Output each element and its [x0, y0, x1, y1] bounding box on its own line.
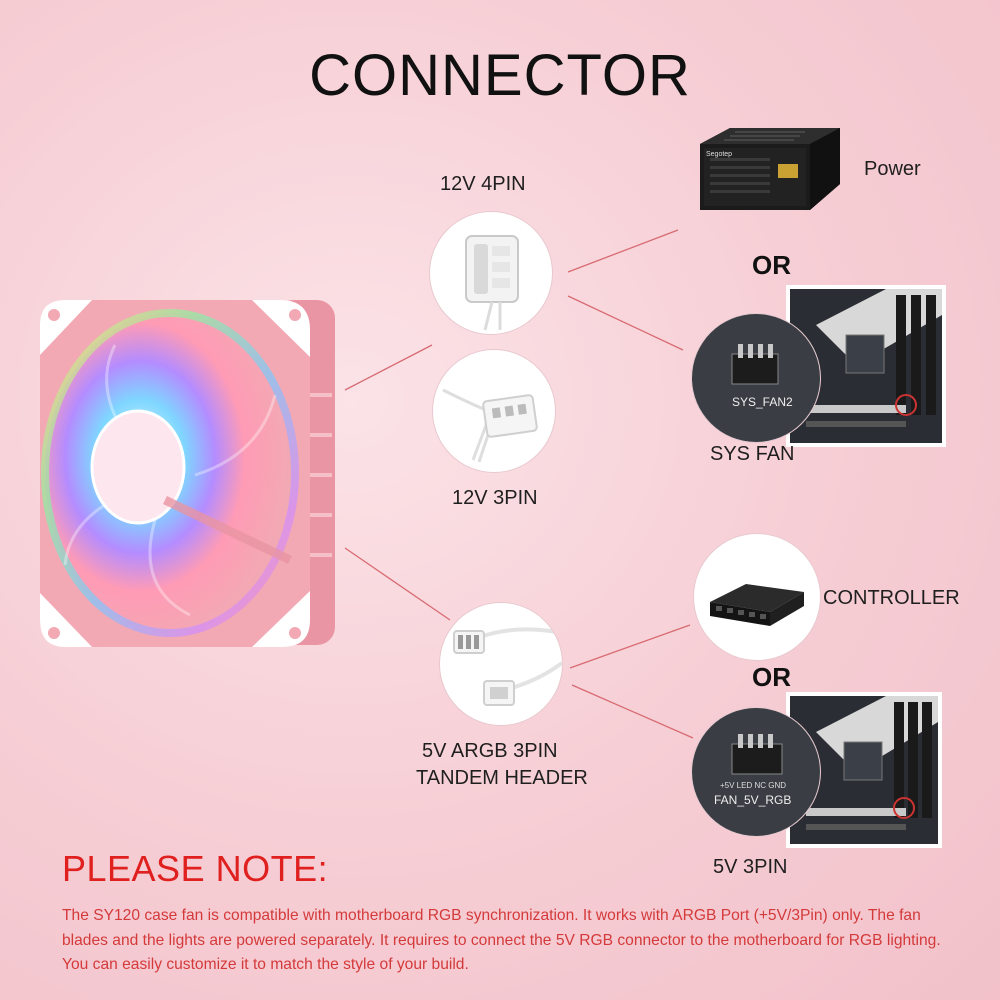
- rgb-fan-image: [20, 285, 340, 665]
- psu-brand: Segotep: [706, 151, 732, 158]
- label-5v-argb-3pin: 5V ARGB 3PIN: [422, 740, 558, 762]
- connector-argb-circle: [440, 603, 562, 725]
- page-title: CONNECTOR: [309, 43, 691, 108]
- connector-3pin-circle: [433, 350, 555, 472]
- or-label-bottom: OR: [752, 662, 791, 692]
- sys-fan-header-circle: SYS_FAN2: [692, 314, 820, 442]
- molex-4pin-icon: [465, 235, 519, 331]
- fan-3pin-icon: [442, 388, 538, 463]
- sys-fan2-text: SYS_FAN2: [732, 395, 793, 409]
- label-controller: CONTROLLER: [823, 587, 960, 609]
- label-tandem-header: TANDEM HEADER: [416, 767, 588, 789]
- 5v-rgb-header-circle: +5V LED NC GND FAN_5V_RGB: [692, 708, 820, 836]
- pin-labels-text: +5V LED NC GND: [720, 781, 786, 790]
- connector-4pin-circle: [430, 212, 552, 334]
- or-label-top: OR: [752, 250, 791, 280]
- fan-5v-rgb-text: FAN_5V_RGB: [714, 793, 791, 807]
- label-12v-3pin: 12V 3PIN: [452, 487, 538, 509]
- power-supply-image: Segotep: [690, 122, 848, 217]
- controller-circle: [694, 534, 820, 660]
- please-note-heading: PLEASE NOTE:: [62, 848, 329, 889]
- label-12v-4pin: 12V 4PIN: [440, 173, 526, 195]
- line-argb-to-controller: [569, 624, 691, 669]
- argb-3pin-icon: [453, 627, 562, 706]
- label-sys-fan: SYS FAN: [710, 443, 795, 465]
- label-5v-3pin: 5V 3PIN: [713, 856, 788, 878]
- line-4pin-to-sysfan: [567, 295, 684, 351]
- label-power: Power: [864, 158, 921, 180]
- line-fan-to-argb: [344, 547, 451, 621]
- line-argb-to-5v: [571, 684, 694, 739]
- controller-icon: [710, 584, 804, 626]
- line-fan-to-4pin: [344, 344, 433, 391]
- please-note-body: The SY120 case fan is compatible with mo…: [62, 907, 941, 973]
- line-4pin-to-psu: [567, 229, 679, 273]
